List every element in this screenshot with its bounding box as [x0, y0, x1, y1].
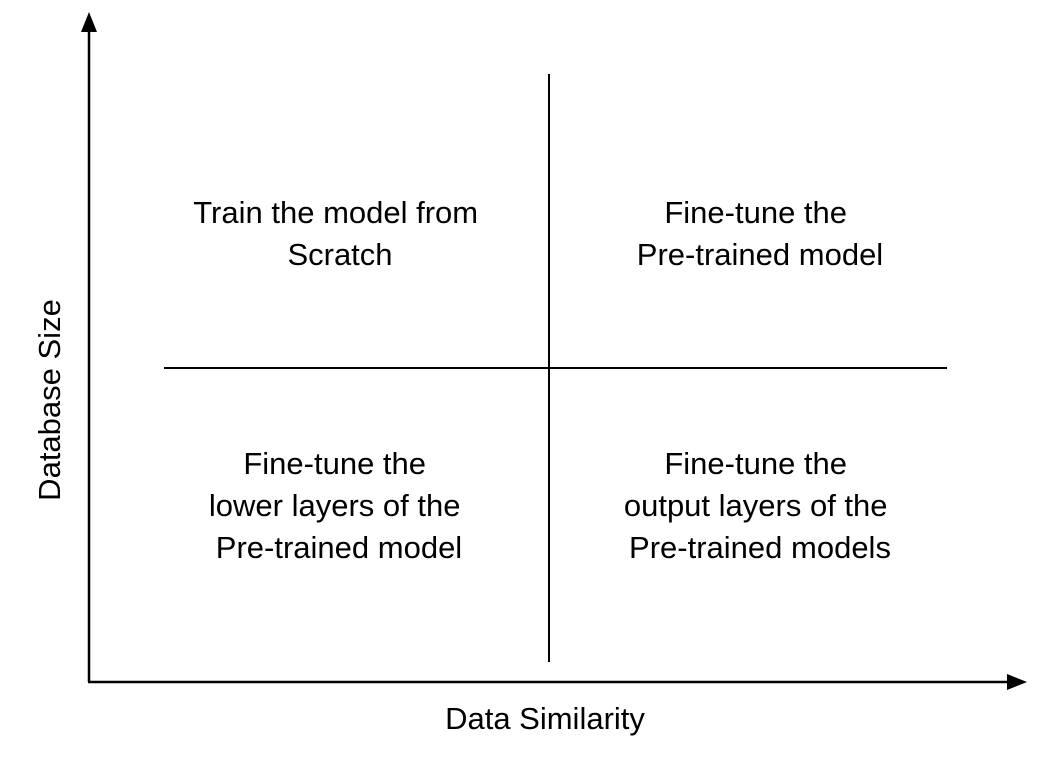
quadrant-top-right-line-2: Pre-trained model [637, 237, 883, 272]
quadrant-bottom-left-line-3: Pre-trained model [216, 530, 462, 565]
quadrant-top-right-line-1: Fine-tune the [664, 195, 847, 230]
quadrant-bottom-right-line-2: output layers of the [624, 488, 888, 523]
quadrant-bottom-right-text: Fine-tune the output layers of the Pre-t… [624, 446, 896, 565]
x-axis-arrowhead [1007, 674, 1027, 690]
quadrant-bottom-right-line-1: Fine-tune the [664, 446, 847, 481]
quadrant-top-left-line-1: Train the model from [193, 195, 478, 230]
quadrant-bottom-left-line-1: Fine-tune the [243, 446, 426, 481]
quadrant-bottom-left-line-2: lower layers of the [209, 488, 461, 523]
quadrant-bottom-right-line-3: Pre-trained models [629, 530, 891, 565]
quadrant-top-left-line-2: Scratch [287, 237, 392, 272]
quadrant-top-left-text: Train the model from Scratch [193, 195, 486, 272]
y-axis-arrowhead [81, 12, 97, 32]
y-axis-label: Database Size [32, 299, 67, 501]
quadrant-bottom-left-text: Fine-tune the lower layers of the Pre-tr… [209, 446, 469, 565]
x-axis-label: Data Similarity [445, 701, 645, 736]
quadrant-top-right-text: Fine-tune the Pre-trained model [637, 195, 883, 272]
